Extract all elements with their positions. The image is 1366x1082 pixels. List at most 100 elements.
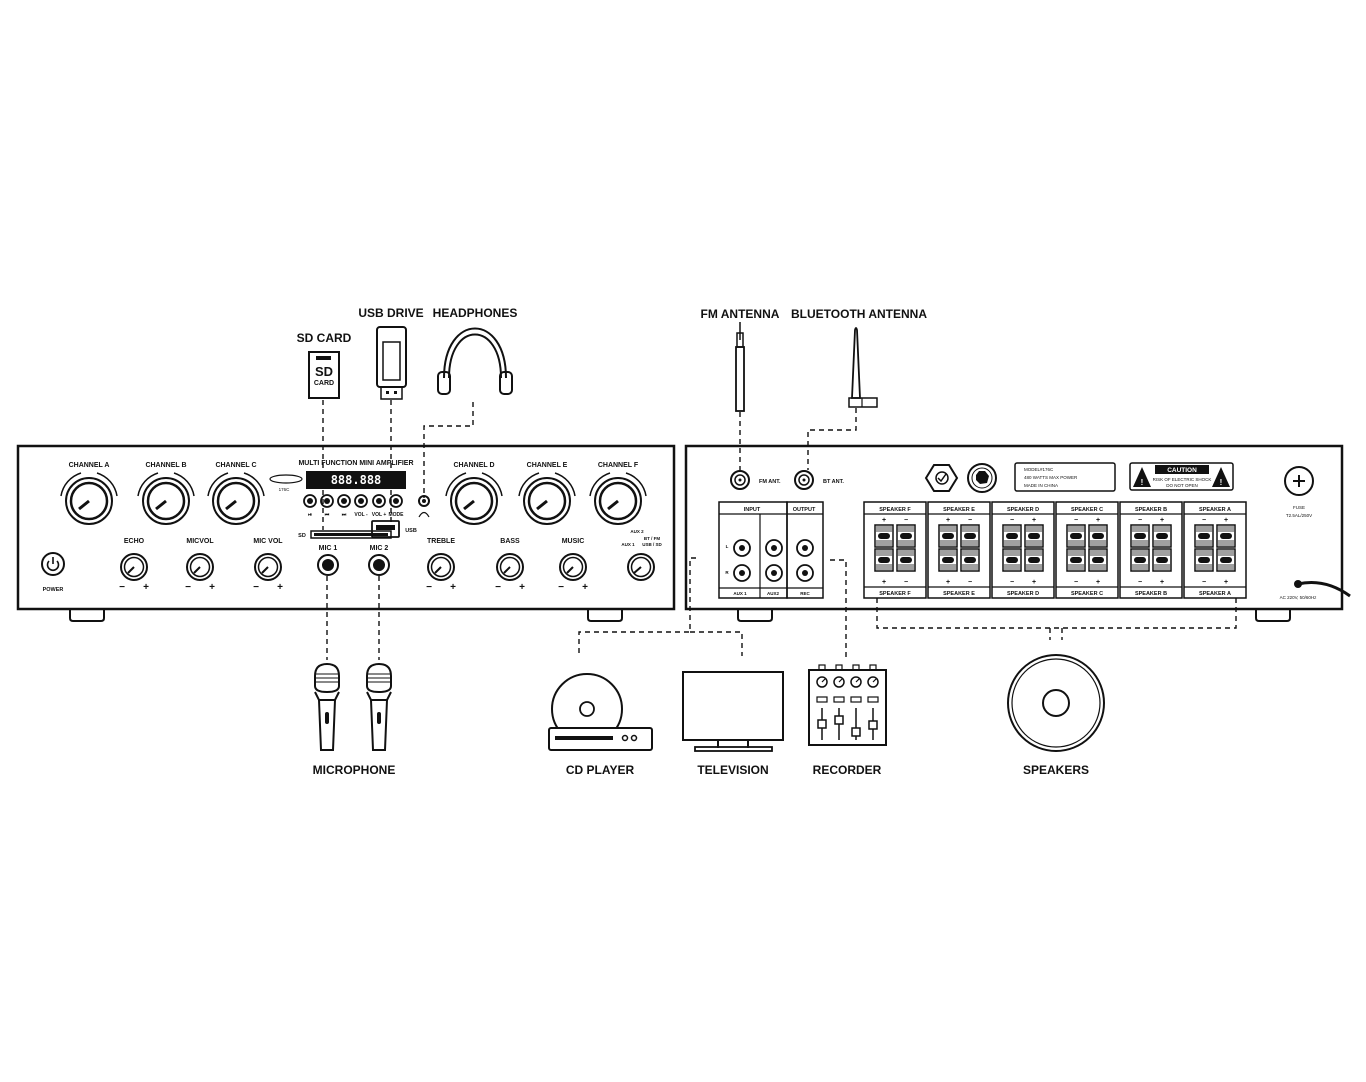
rca-jack[interactable] xyxy=(733,564,751,582)
rca-jack[interactable] xyxy=(765,564,783,582)
tone-knob-mic-vol[interactable]: MIC VOL−+ xyxy=(253,538,283,593)
polarity-mark: − xyxy=(904,579,908,586)
tone-knob-bass[interactable]: BASS−+ xyxy=(495,538,525,593)
polarity-mark: + xyxy=(882,579,886,586)
binding-post[interactable] xyxy=(1194,524,1214,548)
binding-post[interactable] xyxy=(1066,524,1086,548)
binding-post[interactable] xyxy=(960,524,980,548)
binding-post[interactable] xyxy=(1216,548,1236,572)
channel-knob-a[interactable]: CHANNEL A xyxy=(60,462,118,525)
speaker-group-bottom-label: SPEAKER B xyxy=(1135,591,1167,597)
fuse-holder[interactable] xyxy=(1284,466,1314,496)
binding-post[interactable] xyxy=(1088,548,1108,572)
fm-ant-jack[interactable] xyxy=(730,470,750,490)
aux2-label: AUX2 xyxy=(767,591,780,596)
speaker-group-top-label: SPEAKER D xyxy=(1007,507,1039,513)
binding-post[interactable] xyxy=(960,548,980,572)
caution-title: CAUTION xyxy=(1167,467,1197,474)
polarity-mark: − xyxy=(968,579,972,586)
channel-knob-d[interactable]: CHANNEL D xyxy=(445,462,503,525)
binding-post[interactable] xyxy=(1066,548,1086,572)
tone-knob-echo[interactable]: ECHO−+ xyxy=(119,538,149,593)
binding-post[interactable] xyxy=(1024,524,1044,548)
speaker-icon xyxy=(1007,654,1105,752)
svg-text:CARD: CARD xyxy=(314,380,334,387)
mic1-jack[interactable] xyxy=(317,554,339,576)
rca-jack[interactable] xyxy=(796,564,814,582)
power-icon xyxy=(46,560,60,572)
model-power: 480 WATTS MAX POWER xyxy=(1024,475,1078,480)
tone-knob-label: ECHO xyxy=(124,538,145,545)
binding-post[interactable] xyxy=(1088,524,1108,548)
rear-panel: FM ANT. BT ANT. MODEL#176C 480 WATTS MAX… xyxy=(684,444,1351,622)
binding-post[interactable] xyxy=(896,548,916,572)
source-selector-knob[interactable] xyxy=(627,553,655,581)
sd-slot-label: SD xyxy=(298,533,306,539)
channel-knob-b[interactable]: CHANNEL B xyxy=(137,462,195,525)
channel-knob-e[interactable]: CHANNEL E xyxy=(518,462,576,525)
rca-jack[interactable] xyxy=(733,539,751,557)
headphone-icon xyxy=(418,511,430,518)
recorder-icon xyxy=(808,664,887,746)
rca-block: INPUT OUTPUT L R AUX 1 AUX2 REC xyxy=(718,501,824,599)
polarity-mark: + xyxy=(946,517,950,524)
binding-post[interactable] xyxy=(1130,548,1150,572)
polarity-mark: + xyxy=(1032,579,1036,586)
transport-button[interactable]: MODE xyxy=(389,494,405,518)
rca-jack[interactable] xyxy=(765,539,783,557)
tone-knob-music[interactable]: MUSIC−+ xyxy=(558,538,588,593)
minus-mark: − xyxy=(253,582,259,593)
power-button[interactable] xyxy=(41,552,65,576)
usb-port[interactable] xyxy=(371,520,400,538)
sd-slot[interactable] xyxy=(310,530,392,539)
binding-post[interactable] xyxy=(896,524,916,548)
transport-button[interactable]: ⏯ xyxy=(303,494,317,518)
headphone-jack[interactable] xyxy=(418,495,430,507)
lcd-display-text: 888.888 xyxy=(331,473,382,487)
tone-knobs: ECHO−+ MICVOL−+ MIC VOL−+ TREBLE−+ BASS−+ MUS… xyxy=(119,538,588,593)
microphone xyxy=(366,662,392,751)
binding-post[interactable] xyxy=(874,548,894,572)
bt-ant-jack[interactable] xyxy=(794,470,814,490)
fm-antenna-icon xyxy=(735,322,745,412)
channel-knob-f[interactable]: CHANNEL F xyxy=(589,462,647,525)
binding-post[interactable] xyxy=(938,548,958,572)
bt-antenna-label: BLUETOOTH ANTENNA xyxy=(791,307,927,321)
channel-knob-c[interactable]: CHANNEL C xyxy=(207,462,265,525)
binding-post[interactable] xyxy=(1152,524,1172,548)
transport-button[interactable]: ⏮ xyxy=(320,494,334,518)
connection-lines xyxy=(322,400,1237,660)
channel-knob-label: CHANNEL D xyxy=(453,462,494,469)
transport-button[interactable]: VOL + xyxy=(372,494,387,518)
mic2-jack[interactable] xyxy=(368,554,390,576)
transport-button[interactable]: VOL - xyxy=(354,494,368,518)
binding-post[interactable] xyxy=(1024,548,1044,572)
polarity-mark: + xyxy=(1160,579,1164,586)
binding-post[interactable] xyxy=(1002,548,1022,572)
binding-post[interactable] xyxy=(1002,524,1022,548)
binding-post[interactable] xyxy=(874,524,894,548)
usb-drive-label: USB DRIVE xyxy=(358,306,423,320)
channel-knob-label: CHANNEL E xyxy=(527,462,568,469)
mic2-label: MIC 2 xyxy=(370,545,389,552)
transport-button[interactable]: ⏭ xyxy=(337,494,351,518)
amp-title: MULTI FUNCTION MINI AMPLIFIER xyxy=(298,460,413,467)
microphone-label: MICROPHONE xyxy=(313,763,396,777)
tone-knob-label: TREBLE xyxy=(427,538,455,545)
transport-buttons: ⏯⏮⏭VOL - VOL +MODE xyxy=(303,494,405,518)
rca-jack[interactable] xyxy=(796,539,814,557)
fm-antenna-label: FM ANTENNA xyxy=(701,307,780,321)
binding-post[interactable] xyxy=(1152,548,1172,572)
channel-knob-label: CHANNEL A xyxy=(69,462,110,469)
tone-knob-treble[interactable]: TREBLE−+ xyxy=(426,538,456,593)
binding-post[interactable] xyxy=(1194,548,1214,572)
binding-post[interactable] xyxy=(1130,524,1150,548)
binding-post[interactable] xyxy=(938,524,958,548)
tone-knob-micvol[interactable]: MICVOL−+ xyxy=(185,538,215,593)
binding-post[interactable] xyxy=(1216,524,1236,548)
